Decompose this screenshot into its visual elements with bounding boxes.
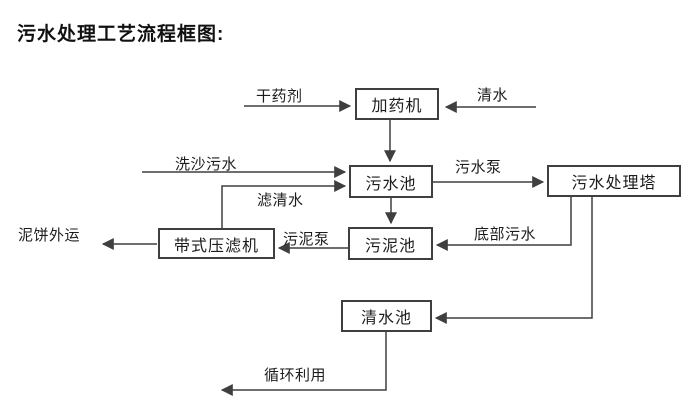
label-sand-washing-sewage: 洗沙污水 (175, 156, 238, 173)
label-filtered-water: 滤清水 (257, 192, 304, 209)
node-sludge-pool: 污泥池 (348, 227, 433, 260)
label-sewage-pump: 污水泵 (455, 159, 502, 176)
label-clean-water: 清水 (477, 87, 509, 104)
edge-recycling-arrow (220, 332, 387, 396)
label-mud-cake-out: 泥饼外运 (18, 227, 81, 244)
node-sewage-treatment-tower: 污水处理塔 (547, 165, 681, 197)
edge-bottom-sewage-arrow (435, 197, 572, 251)
node-dosing-machine: 加药机 (355, 88, 439, 120)
edge-tower-to-clean-water-pool-arrow (434, 197, 593, 324)
node-sewage-pool: 污水池 (349, 165, 433, 198)
page-title: 污水处理工艺流程框图: (17, 24, 225, 45)
label-sludge-pump: 污泥泵 (283, 231, 330, 248)
node-belt-filter-press: 带式压滤机 (158, 228, 275, 259)
label-recycling: 循环利用 (264, 367, 327, 384)
label-bottom-sewage: 底部污水 (474, 226, 537, 243)
edge-filtered-water-arrow (221, 180, 347, 228)
node-clean-water-pool: 清水池 (341, 300, 432, 332)
label-dry-agent: 干药剂 (256, 88, 303, 105)
